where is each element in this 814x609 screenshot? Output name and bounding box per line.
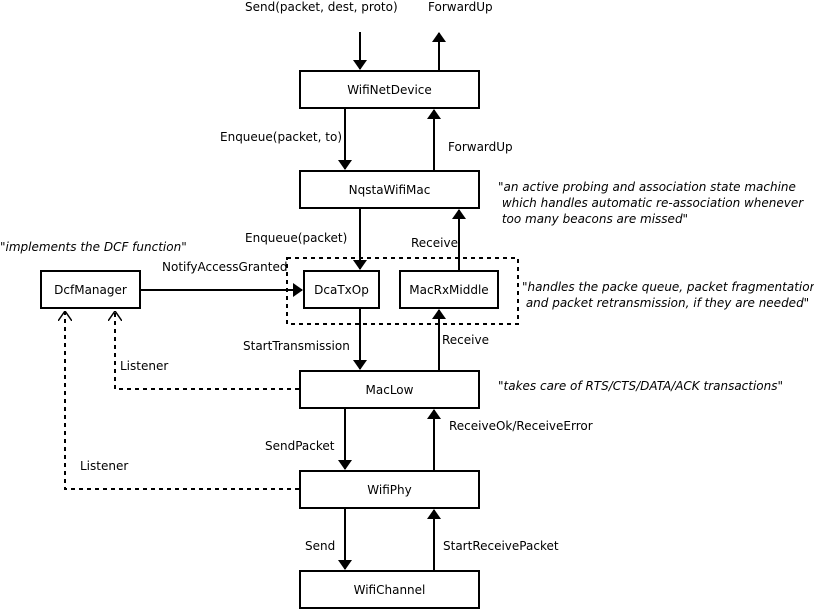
edge-label-notify-access: NotifyAccessGranted — [162, 260, 287, 274]
node-label: MacRxMiddle — [409, 283, 488, 297]
node-label: DcaTxOp — [314, 283, 369, 297]
edge-listener-maclow — [115, 312, 299, 390]
node-wifiphy: WifiPhy — [299, 470, 480, 509]
edge-label-receive-mid: Receive — [411, 236, 458, 250]
edge-label-forwardup-out: ForwardUp — [428, 0, 493, 14]
node-label: WifiNetDevice — [347, 83, 432, 97]
edge-listener-phy — [65, 312, 299, 490]
node-label: WifiPhy — [367, 483, 411, 497]
note-line: too many beacons are missed" — [498, 212, 688, 226]
edge-label-start-transmission: StartTransmission — [243, 339, 350, 353]
edge-label-start-receive-packet: StartReceivePacket — [443, 539, 559, 553]
edge-label-receive-low: Receive — [442, 333, 489, 347]
edge-label-send: Send — [305, 539, 335, 553]
note-line: and packet retransmission, if they are n… — [522, 296, 809, 310]
note-dcf: "implements the DCF function" — [0, 240, 187, 254]
edge-label-enqueue-packet: Enqueue(packet) — [245, 231, 347, 245]
node-wifichannel: WifiChannel — [299, 570, 480, 609]
edge-label-listener-maclow: Listener — [120, 359, 168, 373]
note-line: "handles the packe queue, packet fragmen… — [522, 280, 814, 294]
node-nqstawifimac: NqstaWifiMac — [299, 170, 480, 209]
node-wifinetdevice: WifiNetDevice — [299, 70, 480, 109]
note-maclow: "takes care of RTS/CTS/DATA/ACK transact… — [498, 379, 783, 393]
node-maclow: MacLow — [299, 370, 480, 409]
edge-label-enqueue-to: Enqueue(packet, to) — [220, 130, 342, 144]
edge-label-receive-ok-error: ReceiveOk/ReceiveError — [449, 419, 593, 433]
edge-label-send-in: Send(packet, dest, proto) — [245, 0, 398, 14]
note-nqsta: "an active probing and association state… — [498, 180, 804, 226]
node-label: DcfManager — [54, 283, 127, 297]
node-dcfmanager: DcfManager — [40, 270, 141, 309]
edge-label-send-packet: SendPacket — [265, 439, 335, 453]
edge-label-listener-phy: Listener — [80, 459, 128, 473]
node-label: MacLow — [366, 383, 414, 397]
node-label: WifiChannel — [354, 583, 426, 597]
note-line: "an active probing and association state… — [498, 180, 796, 194]
edge-label-forwardup-mac: ForwardUp — [448, 140, 513, 154]
node-label: NqstaWifiMac — [349, 183, 431, 197]
note-queue: "handles the packe queue, packet fragmen… — [522, 280, 814, 310]
node-dcatxop: DcaTxOp — [303, 270, 380, 309]
note-line: which handles automatic re-association w… — [498, 196, 804, 210]
node-macrxmiddle: MacRxMiddle — [399, 270, 499, 309]
